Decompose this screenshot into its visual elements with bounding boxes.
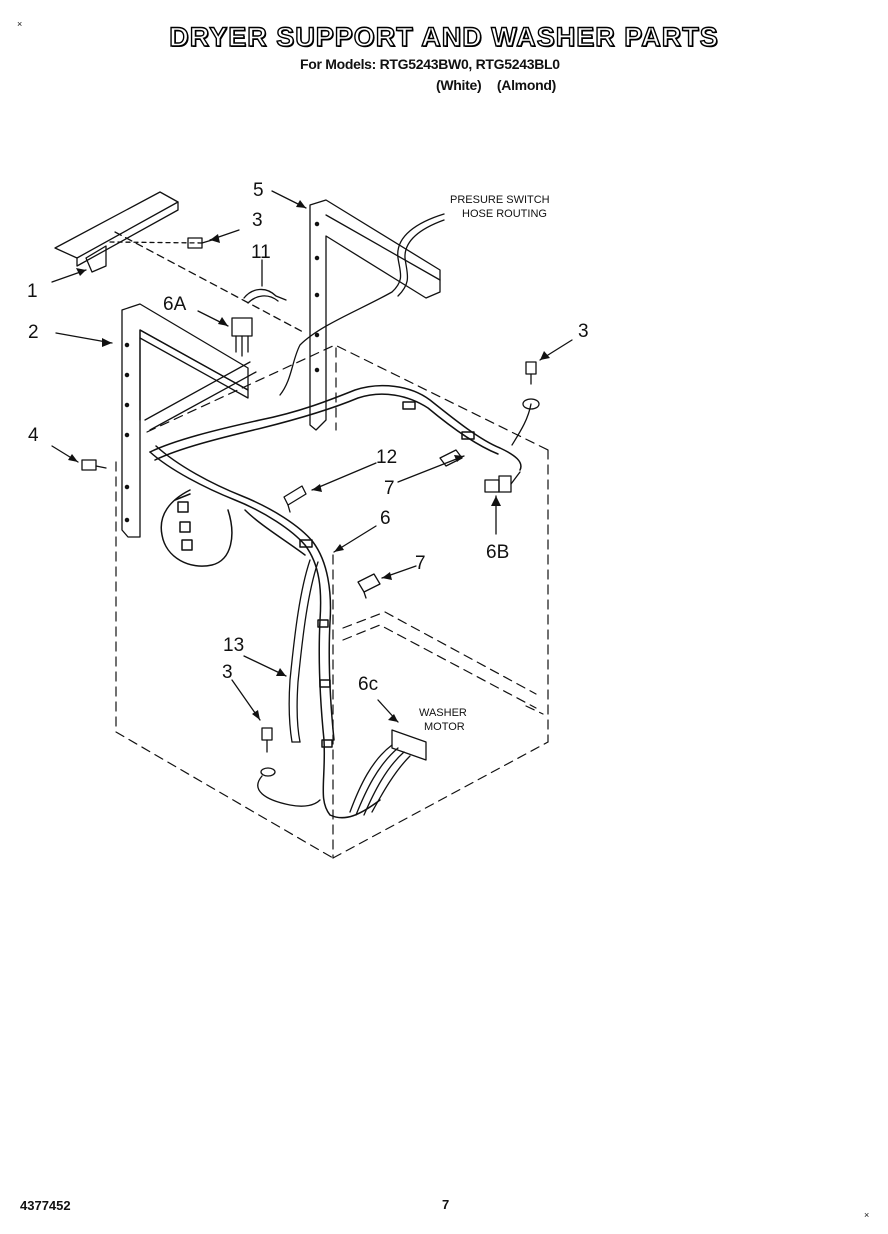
callout-7-upper: 7 xyxy=(384,478,395,499)
callout-7-lower: 7 xyxy=(415,553,426,574)
part-13-hose xyxy=(288,559,319,743)
callout-5: 5 xyxy=(253,180,264,201)
leader-lines xyxy=(51,190,573,723)
pressure-switch-note-line1: PRESURE SWITCH xyxy=(450,194,550,206)
part-7-clip-lower xyxy=(357,573,381,599)
callout-3-right: 3 xyxy=(578,321,589,342)
pressure-switch-hose xyxy=(279,213,445,396)
part-1-bracket xyxy=(54,191,306,334)
callout-13: 13 xyxy=(223,635,244,656)
callout-6a: 6A xyxy=(163,294,187,315)
callout-3-top: 3 xyxy=(252,210,263,231)
callout-12: 12 xyxy=(376,447,397,468)
part-6b-connector xyxy=(484,471,521,493)
callout-6: 6 xyxy=(380,508,391,529)
models-line: For Models: RTG5243BW0, RTG5243BL0 xyxy=(300,56,560,72)
callout-4: 4 xyxy=(28,425,39,446)
color-variants: (White) (Almond) xyxy=(436,77,568,93)
callout-1: 1 xyxy=(27,281,38,302)
variant-almond: (Almond) xyxy=(496,77,556,93)
arrowheads xyxy=(68,200,550,722)
callout-3-bottom: 3 xyxy=(222,662,233,683)
part-11-clip xyxy=(243,288,287,304)
part-5-right-support xyxy=(309,199,441,431)
corner-registration-mark: × xyxy=(17,19,23,29)
part-3-screw-bottom xyxy=(261,727,273,753)
variant-white: (White) xyxy=(436,77,482,93)
part-3-screw-right xyxy=(511,361,540,446)
corner-registration-mark: × xyxy=(864,1210,870,1220)
callout-labels: 1 2 3 3 3 4 5 6 6A 6B 6c 7 7 11 12 13 xyxy=(27,180,589,695)
document-number: 4377452 xyxy=(20,1198,71,1213)
part-12-clip xyxy=(283,485,307,513)
callout-11: 11 xyxy=(251,242,271,263)
ground-wire xyxy=(257,767,321,807)
page-number: 7 xyxy=(442,1197,450,1212)
part-6-wiring-harness xyxy=(149,384,522,819)
part-4-screw xyxy=(81,459,107,471)
part-6a-connector xyxy=(231,317,253,357)
diagram-notes: PRESURE SWITCH HOSE ROUTING WASHER MOTOR xyxy=(419,194,550,733)
page-title: DRYER SUPPORT AND WASHER PARTS xyxy=(169,21,719,52)
callout-6b: 6B xyxy=(486,542,509,563)
pressure-switch-note-line2: HOSE ROUTING xyxy=(462,208,547,220)
cabinet-outline xyxy=(115,344,549,859)
part-6c-connector xyxy=(349,729,427,816)
callout-2: 2 xyxy=(28,322,39,343)
washer-motor-note-line1: WASHER xyxy=(419,707,467,719)
part-2-left-support xyxy=(121,303,257,538)
callout-6c: 6c xyxy=(358,674,378,695)
washer-motor-note-line2: MOTOR xyxy=(424,721,465,733)
